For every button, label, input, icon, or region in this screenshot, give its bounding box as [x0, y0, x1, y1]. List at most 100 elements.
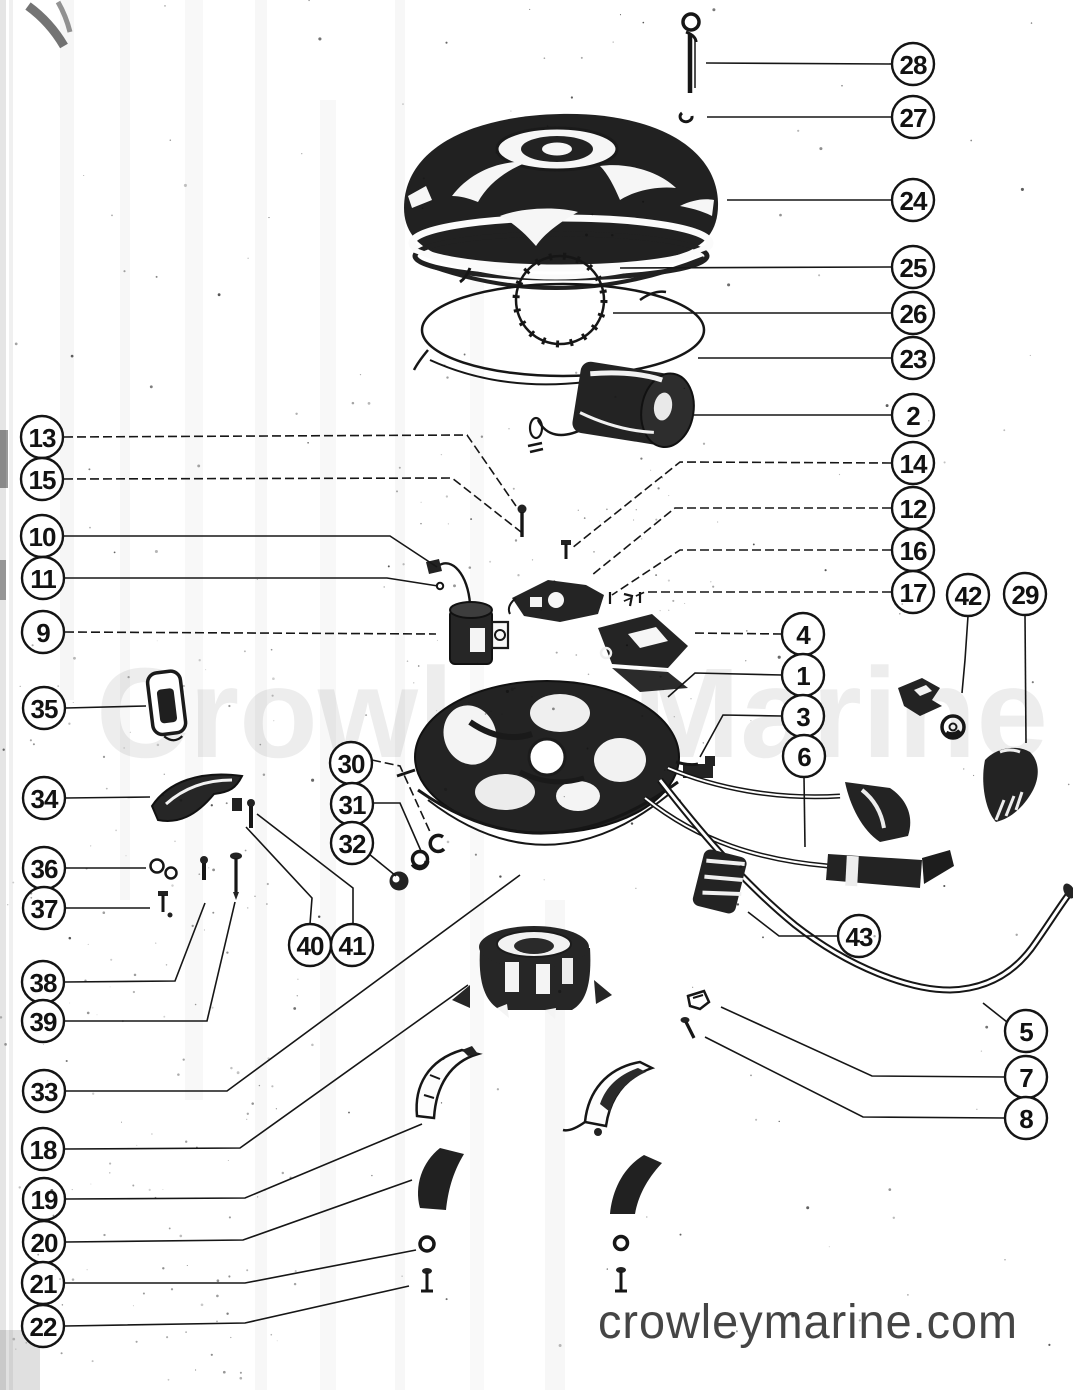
- callout-number-13: 13: [29, 423, 56, 453]
- callout-number-16: 16: [900, 536, 927, 566]
- leader-line-7: [720, 1006, 1006, 1078]
- rewind-spring-drawing: [412, 252, 706, 386]
- stator-plate-drawing: [396, 680, 715, 846]
- callout-25: 25: [619, 244, 936, 290]
- ignition-coil-drawing: [426, 559, 510, 665]
- callout-36: 36: [21, 845, 146, 891]
- callout-circle-41: [329, 922, 375, 968]
- leader-line-40: [245, 826, 313, 925]
- callout-number-33: 33: [31, 1077, 58, 1107]
- leader-line-32: [368, 853, 397, 877]
- callout-number-29: 29: [1012, 580, 1039, 610]
- callout-circle-15: [19, 456, 65, 502]
- ratchet-pawl-left-drawing: [415, 1046, 483, 1120]
- leader-line-43: [747, 911, 838, 937]
- callout-number-37: 37: [31, 894, 58, 924]
- callout-circle-43: [836, 913, 882, 959]
- leader-line-19: [65, 1123, 423, 1200]
- callout-circle-25: [890, 244, 936, 290]
- pin-and-screw-drawing: [200, 852, 242, 900]
- callout-18: 18: [20, 984, 469, 1172]
- callout-circle-24: [890, 177, 936, 223]
- leader-line-20: [65, 1179, 413, 1243]
- spark-plug-boot-drawing: [983, 747, 1038, 822]
- callout-circle-34: [21, 775, 67, 821]
- callout-28: 28: [705, 41, 936, 87]
- callout-17: 17: [621, 569, 936, 615]
- leader-line-31: [374, 802, 422, 852]
- callout-circle-29: [1002, 571, 1048, 617]
- leader-line-9: [64, 631, 437, 635]
- leader-line-33: [66, 874, 521, 1092]
- callout-number-12: 12: [900, 494, 927, 524]
- leader-line-8: [704, 1036, 1006, 1119]
- callout-circle-23: [890, 335, 936, 381]
- starter-housing-drawing: [404, 113, 719, 290]
- leader-line-25: [619, 266, 892, 269]
- callout-number-27: 27: [900, 103, 927, 133]
- callout-circle-17: [890, 569, 936, 615]
- callout-39: 39: [20, 901, 236, 1044]
- callout-number-6: 6: [797, 742, 811, 772]
- ring-and-screw-drawing: [418, 1234, 630, 1293]
- callout-43: 43: [747, 911, 882, 959]
- washer-set-drawing: [389, 833, 446, 891]
- callout-number-39: 39: [30, 1007, 57, 1037]
- leader-line-22: [64, 1285, 410, 1327]
- callout-41: 41: [256, 813, 375, 968]
- callout-number-14: 14: [900, 449, 928, 479]
- leader-line-21: [65, 1249, 417, 1284]
- starter-rope-grip-drawing: [527, 361, 695, 454]
- callout-29: 29: [1002, 571, 1048, 744]
- callout-circle-2: [890, 392, 936, 438]
- callout-23: 23: [698, 335, 936, 381]
- callout-number-23: 23: [900, 344, 927, 374]
- callout-40: 40: [245, 826, 333, 968]
- callout-circle-42: [945, 572, 991, 618]
- callout-number-22: 22: [30, 1312, 57, 1342]
- callout-circle-11: [20, 555, 66, 601]
- friction-wedge-right-drawing: [610, 1155, 662, 1214]
- callout-21: 21: [20, 1249, 417, 1306]
- callout-14: 14: [571, 440, 936, 549]
- leader-line-6: [803, 776, 806, 848]
- callout-16: 16: [611, 527, 936, 596]
- callout-circle-32: [329, 820, 375, 866]
- callout-circle-37: [21, 885, 67, 931]
- protective-sleeve-drawing: [692, 849, 747, 914]
- callout-circle-9: [20, 609, 66, 655]
- breaker-points-drawing: [507, 504, 642, 622]
- callout-circle-33: [21, 1068, 67, 1114]
- callout-number-28: 28: [900, 50, 927, 80]
- leader-line-30: [371, 759, 432, 835]
- callout-number-38: 38: [30, 968, 57, 998]
- callout-number-40: 40: [297, 931, 324, 961]
- callout-22: 22: [20, 1285, 410, 1349]
- callout-number-19: 19: [31, 1185, 58, 1215]
- callout-number-3: 3: [796, 702, 810, 732]
- callout-26: 26: [613, 290, 936, 336]
- callout-number-42: 42: [955, 581, 982, 611]
- leader-line-16: [611, 549, 891, 596]
- leader-line-15: [63, 477, 522, 533]
- terminal-clamp-drawing: [898, 678, 966, 740]
- callout-number-30: 30: [338, 749, 365, 779]
- callout-circle-8: [1003, 1095, 1049, 1141]
- callout-19: 19: [21, 1123, 423, 1222]
- callout-5: 5: [982, 1002, 1049, 1054]
- callout-27: 27: [707, 94, 936, 140]
- leader-line-13: [63, 434, 517, 507]
- retainer-pin-drawing: [681, 12, 701, 93]
- callout-circle-26: [890, 290, 936, 336]
- condenser-bracket-drawing: [598, 614, 688, 692]
- leader-line-10: [64, 535, 438, 568]
- leader-line-38: [64, 902, 206, 983]
- callout-circle-39: [20, 998, 66, 1044]
- callout-number-41: 41: [339, 931, 366, 961]
- friction-wedge-left-drawing: [418, 1148, 464, 1210]
- leader-line-14: [571, 461, 892, 549]
- callout-circle-5: [1003, 1008, 1049, 1054]
- callout-7: 7: [720, 1006, 1049, 1100]
